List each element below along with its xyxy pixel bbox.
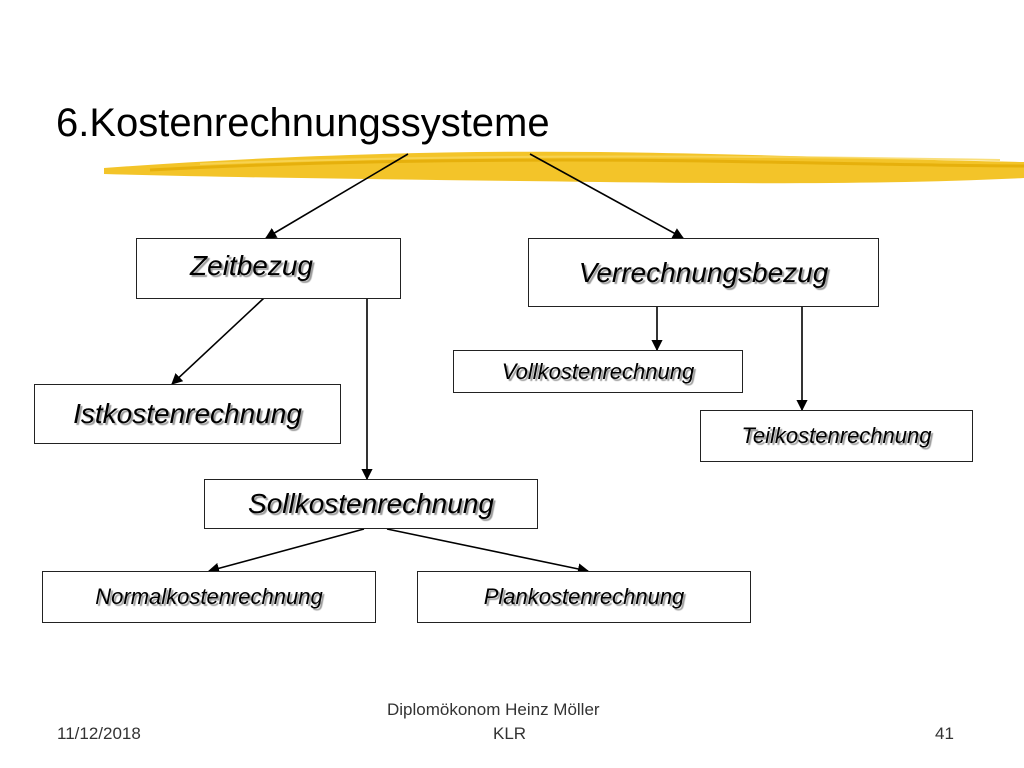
arrow-title-to-verrechnungsbezug xyxy=(529,153,684,239)
node-zeitbezug: Zeitbezug xyxy=(136,238,401,299)
node-vollkostenrechnung: Vollkostenrechnung xyxy=(453,350,743,393)
node-normalkostenrechnung-label: Normalkostenrechnung xyxy=(95,584,323,609)
node-teilkostenrechnung: Teilkostenrechnung xyxy=(700,410,973,462)
arrow-zeitbezug-to-istkosten xyxy=(171,297,265,385)
node-verrechnungsbezug-label: Verrechnungsbezug xyxy=(578,256,829,288)
node-sollkostenrechnung: Sollkostenrechnung xyxy=(204,479,538,529)
slide-title: 6.Kostenrechnungssysteme xyxy=(56,101,550,145)
node-teilkostenrechnung-label: Teilkostenrechnung xyxy=(741,423,932,448)
node-verrechnungsbezug: Verrechnungsbezug xyxy=(528,238,879,307)
footer-author: Diplomökonom Heinz Möller xyxy=(387,700,600,719)
node-vollkostenrechnung-label: Vollkostenrechnung xyxy=(501,358,695,384)
node-plankostenrechnung-label: Plankostenrechnung xyxy=(483,584,685,609)
node-sollkostenrechnung-label: Sollkostenrechnung xyxy=(248,488,494,519)
title-underline-brush xyxy=(104,151,1024,184)
arrow-sollkosten-to-normalkosten xyxy=(207,528,365,574)
node-normalkostenrechnung: Normalkostenrechnung xyxy=(42,571,376,623)
node-istkostenrechnung: Istkostenrechnung xyxy=(34,384,341,444)
node-zeitbezug-label: Zeitbezug xyxy=(190,249,313,281)
footer-page-number: 41 xyxy=(935,724,954,743)
footer-date: 11/12/2018 xyxy=(57,724,141,743)
arrow-sollkosten-to-plankosten xyxy=(386,528,590,575)
node-istkostenrechnung-label: Istkostenrechnung xyxy=(73,398,302,429)
node-plankostenrechnung: Plankostenrechnung xyxy=(417,571,751,623)
arrow-title-to-zeitbezug xyxy=(265,153,409,239)
footer-course: KLR xyxy=(493,724,527,743)
